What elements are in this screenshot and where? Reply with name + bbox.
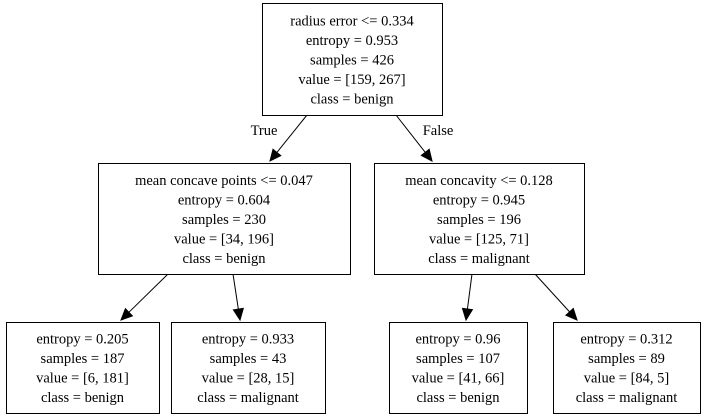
- node-line-samples: samples = 89: [588, 351, 665, 367]
- nodes-layer: radius error <= 0.334 entropy = 0.953 samp…: [6, 3, 701, 414]
- node-line-samples: samples = 187: [41, 351, 125, 367]
- edge-left-to-leaf-left-left: [120, 273, 169, 321]
- edge-line: [395, 114, 426, 153]
- node-line-value: value = [34, 196]: [174, 232, 274, 248]
- node-leaf-right-left: entropy = 0.96 samples = 107 value = [41, …: [389, 322, 528, 414]
- node-line-class: class = malignant: [197, 390, 299, 406]
- node-line-entropy: entropy = 0.945: [433, 193, 525, 209]
- node-leaf-left-left: entropy = 0.205 samples = 187 value = [6, …: [6, 322, 160, 414]
- edge-root-to-right: False: [395, 114, 454, 162]
- node-line-class: class = benign: [182, 251, 266, 267]
- arrowhead-icon: [461, 307, 474, 322]
- node-line-entropy: entropy = 0.96: [415, 332, 500, 348]
- edge-right-to-leaf-right-left: [461, 273, 474, 322]
- node-line-mean-concave-points: mean concave points <= 0.047: [135, 173, 313, 189]
- node-line-samples: samples = 230: [182, 212, 266, 228]
- node-line-value: value = [159, 267]: [298, 72, 405, 88]
- node-leaf-left-right: entropy = 0.933 samples = 43 value = [28, …: [171, 322, 326, 414]
- node-line-samples: samples = 43: [210, 351, 287, 367]
- edge-line: [128, 273, 169, 313]
- node-line-entropy: entropy = 0.312: [580, 332, 672, 348]
- edges-layer: True False: [120, 114, 578, 322]
- node-line-mean-concavity: mean concavity <= 0.128: [405, 173, 553, 189]
- node-box: [6, 322, 160, 414]
- edge-line: [232, 273, 239, 310]
- node-line-class: class = malignant: [576, 390, 678, 406]
- node-box: [171, 322, 326, 414]
- edge-root-to-left: True: [251, 114, 308, 162]
- edge-label-true: True: [251, 123, 278, 139]
- arrowhead-icon: [232, 307, 244, 322]
- node-line-class: class = benign: [41, 390, 125, 406]
- node-line-samples: samples = 426: [310, 53, 394, 69]
- node-line-value: value = [41, 66]: [412, 371, 505, 387]
- node-line-class: class = malignant: [428, 251, 530, 267]
- node-line-entropy: entropy = 0.604: [178, 193, 271, 209]
- arrowhead-icon: [269, 148, 282, 162]
- node-line-radius-error: radius error <= 0.334: [290, 14, 414, 30]
- edge-label-false: False: [423, 123, 454, 139]
- node-line-value: value = [6, 181]: [36, 371, 129, 387]
- edge-right-to-leaf-right-right: [534, 273, 578, 321]
- node-right: mean concavity <= 0.128 entropy = 0.945 sa…: [374, 163, 585, 275]
- node-box: [553, 322, 701, 414]
- edge-line: [466, 273, 473, 310]
- node-line-entropy: entropy = 0.933: [202, 332, 294, 348]
- arrowhead-icon: [120, 307, 134, 321]
- edge-line: [534, 273, 570, 313]
- node-line-value: value = [125, 71]: [429, 232, 529, 248]
- edge-line: [276, 114, 308, 153]
- node-line-entropy: entropy = 0.953: [306, 33, 398, 49]
- node-box: [98, 163, 351, 275]
- node-line-value: value = [28, 15]: [202, 371, 295, 387]
- arrowhead-icon: [564, 307, 578, 321]
- node-box: [389, 322, 528, 414]
- node-line-class: class = benign: [310, 92, 394, 108]
- node-leaf-right-right: entropy = 0.312 samples = 89 value = [84, …: [553, 322, 701, 414]
- node-root: radius error <= 0.334 entropy = 0.953 samp…: [262, 3, 443, 116]
- node-line-samples: samples = 196: [437, 212, 521, 228]
- arrowhead-icon: [420, 148, 433, 162]
- node-line-value: value = [84, 5]: [584, 371, 670, 387]
- node-left: mean concave points <= 0.047 entropy = 0.…: [98, 163, 351, 275]
- node-line-samples: samples = 107: [416, 351, 500, 367]
- node-line-entropy: entropy = 0.205: [36, 332, 128, 348]
- edge-left-to-leaf-left-right: [232, 273, 244, 322]
- node-box: [262, 3, 443, 116]
- node-line-class: class = benign: [416, 390, 500, 406]
- node-box: [374, 163, 585, 275]
